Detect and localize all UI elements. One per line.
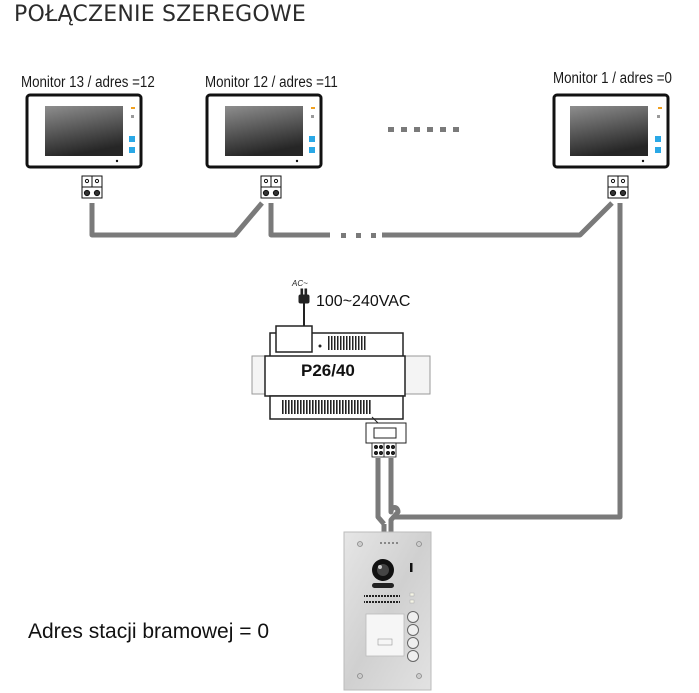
monitor-13 (25, 93, 143, 169)
cable-m13-m12 (89, 201, 264, 238)
name-card (365, 613, 405, 657)
bus-cable (89, 201, 623, 534)
call-button[interactable] (407, 650, 419, 662)
ac-input-label: AC~ (292, 279, 308, 288)
screw-icon (357, 541, 363, 547)
camera-led-bar (372, 583, 394, 588)
led-orange-icon (658, 107, 662, 109)
led-grey-icon (131, 115, 134, 118)
monitor-button-icon (309, 147, 315, 153)
status-led-icon (409, 599, 415, 604)
monitor-button-icon (655, 147, 661, 153)
mic-icon (295, 159, 299, 163)
door-station-address-label: Adres stacji bramowej = 0 (28, 620, 270, 643)
page-title: POŁĄCZENIE SZEREGOWE (14, 2, 306, 27)
psu-terminals (371, 442, 397, 458)
cable-m1-down (395, 203, 623, 520)
monitor-button-icon (655, 136, 661, 142)
monitor-button-icon (309, 136, 315, 142)
cable-psu-left (375, 458, 386, 526)
led-orange-icon (311, 107, 315, 109)
monitor-1 (552, 93, 670, 169)
call-button[interactable] (407, 611, 419, 623)
brand-mark (380, 542, 398, 544)
monitor-button-icon (129, 136, 135, 142)
slot-icon (410, 563, 413, 572)
vent-top-icon (328, 336, 366, 350)
call-button[interactable] (407, 624, 419, 636)
monitor-screen (45, 106, 123, 156)
monitor-12 (205, 93, 323, 169)
monitor-12-label: Monitor 12 / adres =11 (205, 74, 338, 91)
screw-icon (416, 673, 422, 679)
power-supply-unit (251, 325, 431, 458)
cable-dot (341, 233, 346, 238)
cable-m12-right (268, 203, 330, 238)
monitor-screen (570, 106, 648, 156)
terminal-block-m13 (81, 175, 103, 199)
led-grey-icon (311, 115, 314, 118)
door-station (343, 531, 432, 691)
mic-icon (641, 159, 645, 163)
monitor-screen (225, 106, 303, 156)
power-plug-icon (298, 288, 310, 326)
cable-dot (356, 233, 361, 238)
terminal-block-m12 (260, 175, 282, 199)
terminal-block-m1 (607, 175, 629, 199)
speaker-grille-icon (364, 595, 400, 603)
monitor-13-label: Monitor 13 / adres =12 (21, 74, 155, 91)
cable-dot (371, 233, 376, 238)
rfid-icon (377, 638, 393, 646)
monitor-button-icon (129, 147, 135, 153)
vent-bottom-icon (282, 400, 372, 414)
call-button[interactable] (407, 637, 419, 649)
mic-icon (115, 159, 119, 163)
monitor-1-label: Monitor 1 / adres =0 (553, 70, 672, 87)
cable-to-m1 (382, 201, 614, 238)
status-led-icon (409, 592, 415, 597)
psu-model-label: P26/40 (301, 361, 355, 380)
screw-icon (357, 673, 363, 679)
led-grey-icon (657, 115, 660, 118)
more-monitors-dots-icon (388, 127, 459, 132)
screw-icon (416, 541, 422, 547)
call-buttons (407, 611, 419, 662)
voltage-label: 100~240VAC (316, 293, 411, 310)
cable-psu-right (388, 458, 401, 534)
led-orange-icon (131, 107, 135, 109)
